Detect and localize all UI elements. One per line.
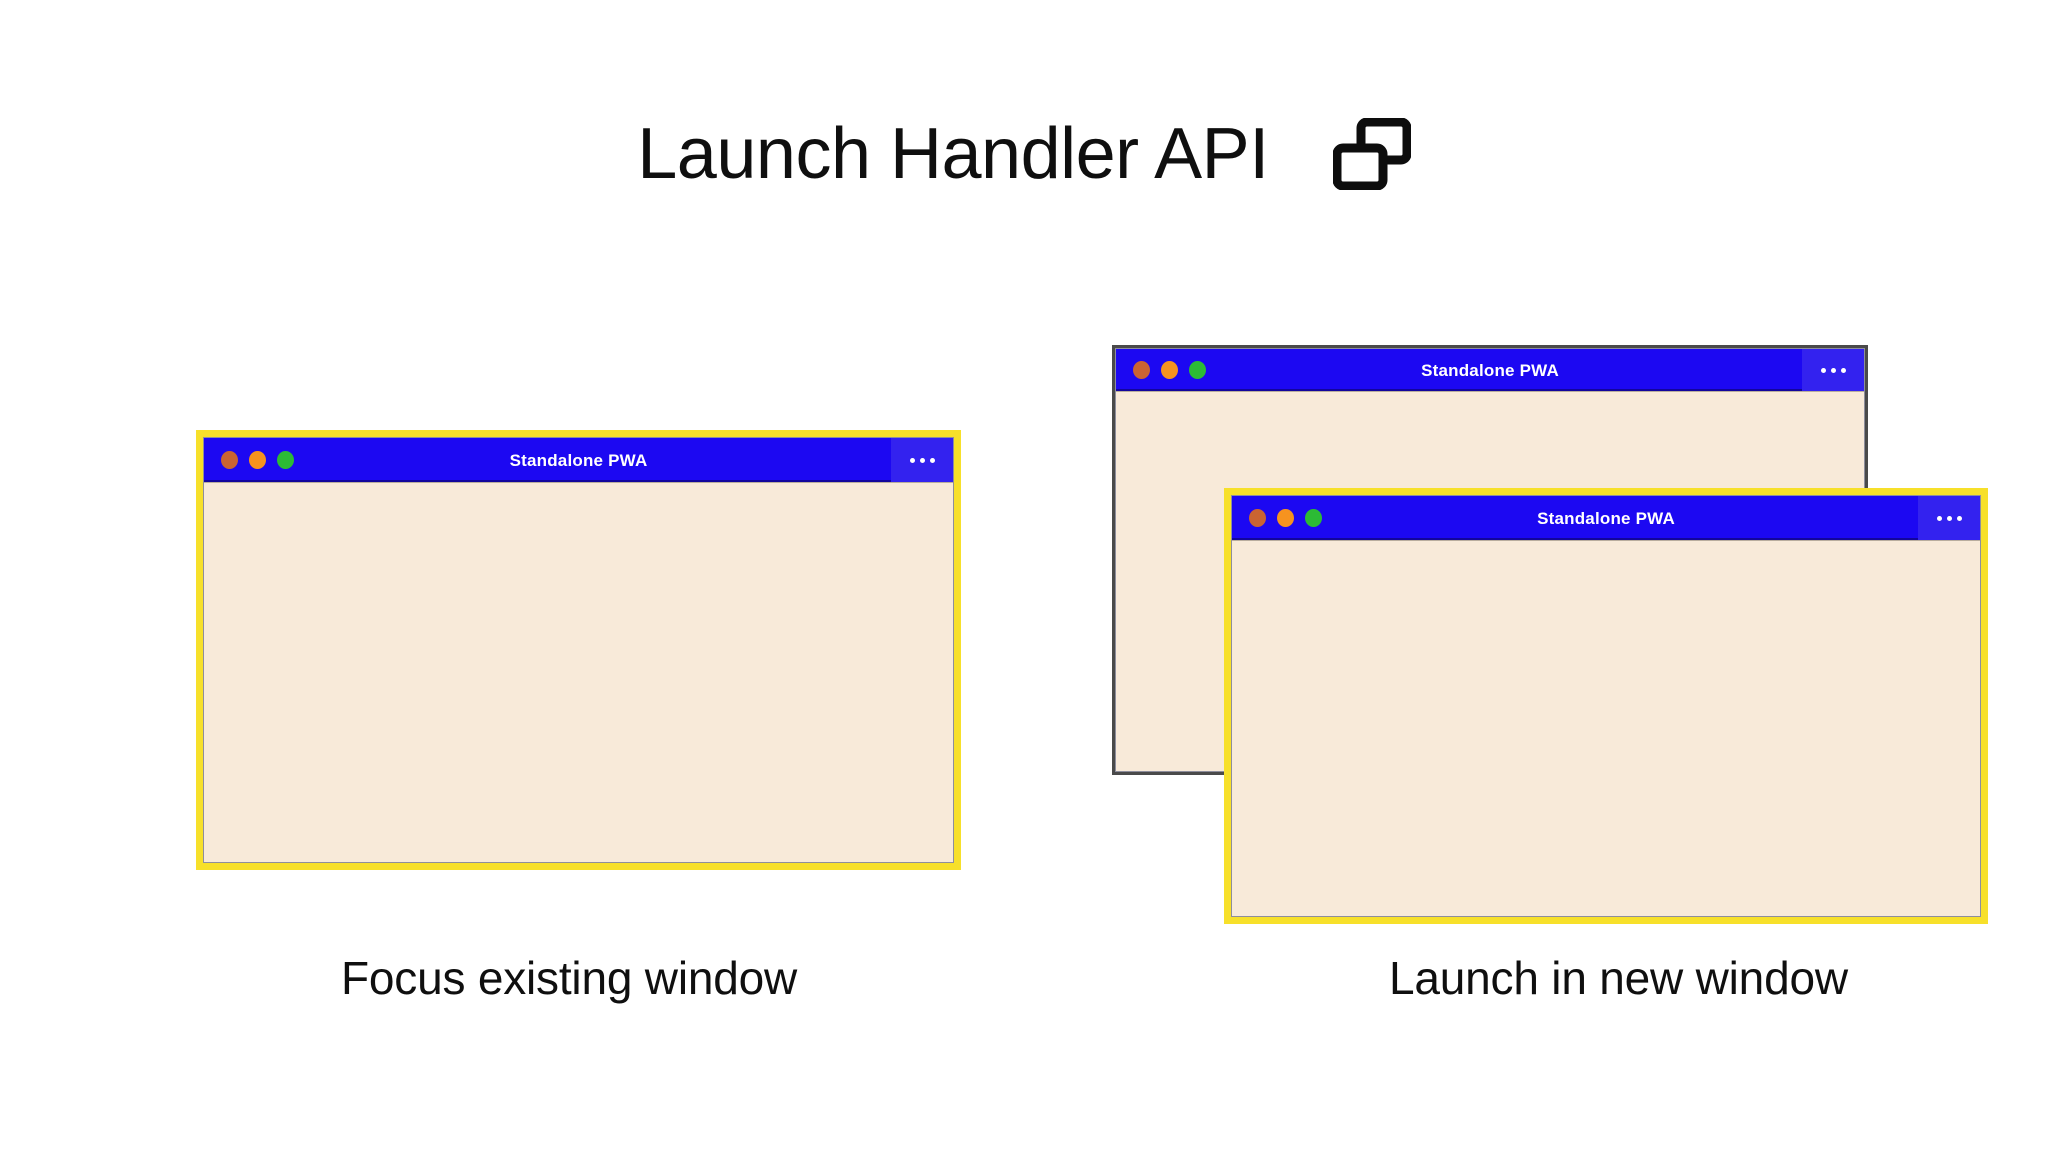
page-header: Launch Handler API	[0, 118, 2048, 190]
window-content-area	[204, 482, 953, 862]
caption-focus-existing-window: Focus existing window	[341, 952, 798, 1004]
overflow-menu-button[interactable]	[891, 438, 953, 482]
traffic-lights	[1116, 361, 1206, 379]
window-focus-existing[interactable]: Standalone PWA	[196, 430, 961, 870]
page-title: Launch Handler API	[637, 114, 1269, 194]
close-button[interactable]	[1133, 361, 1150, 379]
window-titlebar[interactable]: Standalone PWA	[1116, 349, 1864, 391]
window-title: Standalone PWA	[1537, 508, 1675, 528]
minimize-button[interactable]	[249, 451, 266, 469]
close-button[interactable]	[221, 451, 238, 469]
traffic-lights	[1232, 509, 1322, 527]
menu-dot-icon	[1840, 367, 1846, 373]
window-launch-new-foreground[interactable]: Standalone PWA	[1224, 488, 1988, 924]
window-frame: Standalone PWA	[1231, 495, 1981, 917]
menu-dot-icon	[1820, 367, 1826, 373]
close-button[interactable]	[1249, 509, 1266, 527]
minimize-button[interactable]	[1161, 361, 1178, 379]
menu-dot-icon	[1946, 515, 1952, 521]
window-content-area	[1232, 540, 1980, 916]
overflow-menu-button[interactable]	[1802, 349, 1864, 391]
window-titlebar[interactable]: Standalone PWA	[1232, 496, 1980, 540]
caption-launch-in-new-window: Launch in new window	[1389, 952, 1848, 1004]
multi-window-icon	[1332, 118, 1411, 190]
window-title: Standalone PWA	[1421, 360, 1559, 380]
menu-dot-icon	[909, 457, 915, 463]
window-title: Standalone PWA	[509, 450, 648, 470]
window-frame: Standalone PWA	[203, 437, 954, 863]
maximize-button[interactable]	[277, 451, 294, 469]
minimize-button[interactable]	[1277, 509, 1294, 527]
maximize-button[interactable]	[1305, 509, 1322, 527]
menu-dot-icon	[1956, 515, 1962, 521]
window-titlebar[interactable]: Standalone PWA	[204, 438, 953, 482]
menu-dot-icon	[1830, 367, 1836, 373]
menu-dot-icon	[1936, 515, 1942, 521]
traffic-lights	[204, 451, 294, 469]
menu-dot-icon	[929, 457, 935, 463]
maximize-button[interactable]	[1189, 361, 1206, 379]
multi-window-icon-glyph	[1332, 118, 1411, 190]
menu-dot-icon	[919, 457, 925, 463]
overflow-menu-button[interactable]	[1918, 496, 1980, 540]
